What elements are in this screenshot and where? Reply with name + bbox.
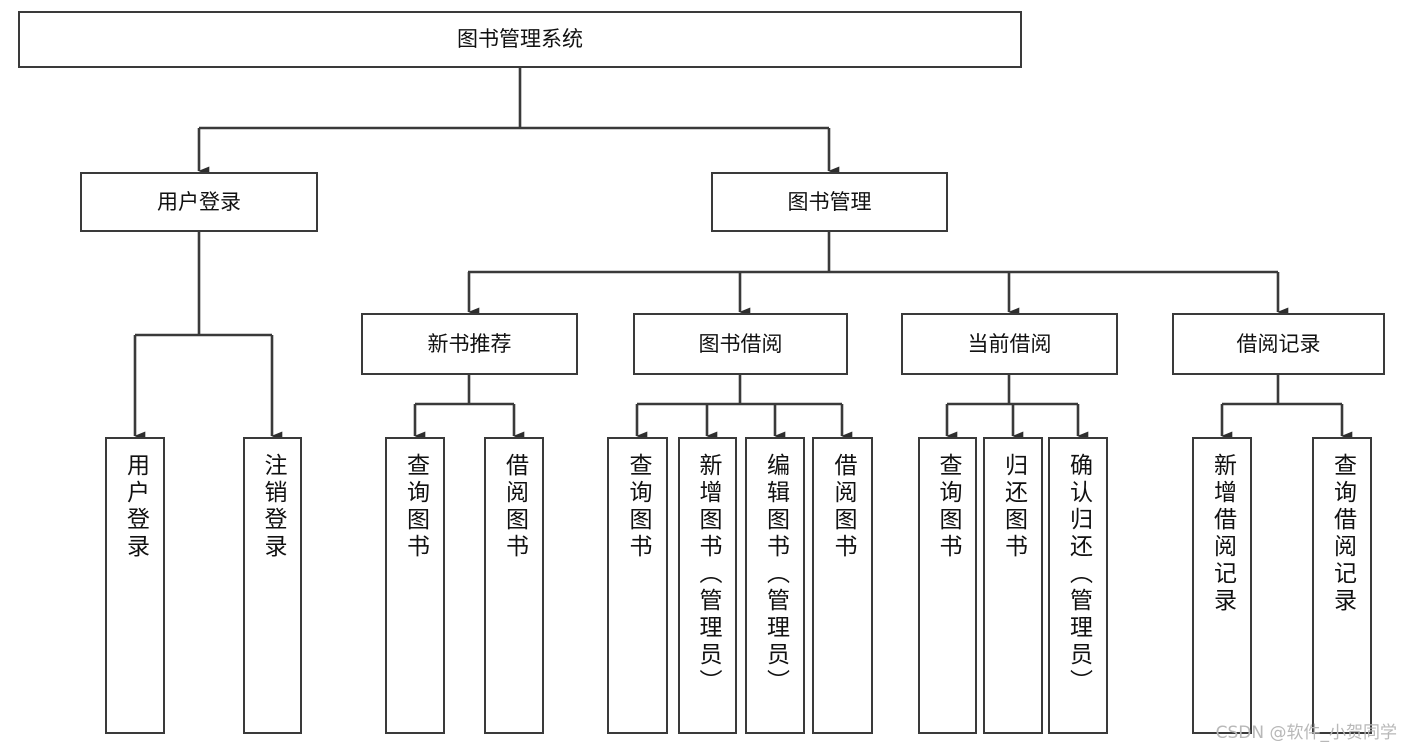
- leaf-node-query-book-recommend[interactable]: 查询图书: [385, 437, 445, 734]
- branch-node-user-login[interactable]: 用户登录: [80, 172, 318, 232]
- leaf-node-borrow-book-recommend[interactable]: 借阅图书: [484, 437, 544, 734]
- leaf-node-return-book-current[interactable]: 归还图书: [983, 437, 1043, 734]
- leaf-node-query-book-current[interactable]: 查询图书: [918, 437, 977, 734]
- leaf-node-edit-book-admin[interactable]: 编辑图书（管理员）: [745, 437, 805, 734]
- root-node-root[interactable]: 图书管理系统: [18, 11, 1022, 68]
- node-label: 新书推荐: [427, 331, 512, 356]
- node-label: 查询图书: [402, 453, 429, 561]
- leaf-node-query-book-borrow[interactable]: 查询图书: [607, 437, 668, 734]
- branch-node-borrow-record[interactable]: 借阅记录: [1172, 313, 1385, 375]
- node-label: 查询借阅记录: [1329, 453, 1356, 615]
- node-label: 图书管理: [787, 189, 872, 214]
- leaf-node-query-borrow-record[interactable]: 查询借阅记录: [1312, 437, 1372, 734]
- branch-node-current-borrow[interactable]: 当前借阅: [901, 313, 1118, 375]
- node-label: 借阅图书: [501, 453, 528, 561]
- node-label: 注销登录: [260, 453, 286, 561]
- node-label: 新增图书（管理员）: [695, 453, 721, 696]
- node-label: 图书借阅: [698, 331, 783, 356]
- leaf-node-add-book-admin[interactable]: 新增图书（管理员）: [678, 437, 737, 734]
- leaf-node-confirm-return-admin[interactable]: 确认归还（管理员）: [1048, 437, 1108, 734]
- node-label: 借阅记录: [1236, 331, 1321, 356]
- leaf-node-user-login-leaf[interactable]: 用户登录: [105, 437, 165, 734]
- node-label: 编辑图书（管理员）: [762, 453, 789, 696]
- leaf-node-add-borrow-record[interactable]: 新增借阅记录: [1192, 437, 1252, 734]
- node-label: 新增借阅记录: [1209, 453, 1236, 615]
- leaf-node-borrow-book-borrow[interactable]: 借阅图书: [812, 437, 873, 734]
- node-label: 当前借阅: [967, 331, 1052, 356]
- branch-node-book-borrow[interactable]: 图书借阅: [633, 313, 848, 375]
- csdn-watermark: CSDN @软件_小贺同学: [1215, 723, 1397, 743]
- node-label: 查询图书: [935, 453, 961, 561]
- node-label: 借阅图书: [830, 453, 856, 561]
- node-label: 归还图书: [1000, 453, 1027, 561]
- node-label: 查询图书: [625, 453, 651, 561]
- node-label: 用户登录: [122, 453, 149, 561]
- node-label: 图书管理系统: [457, 27, 583, 52]
- branch-node-new-book-recommend[interactable]: 新书推荐: [361, 313, 578, 375]
- leaf-node-logout-leaf[interactable]: 注销登录: [243, 437, 302, 734]
- branch-node-book-manage[interactable]: 图书管理: [711, 172, 948, 232]
- node-label: 确认归还（管理员）: [1065, 453, 1092, 696]
- node-label: 用户登录: [157, 189, 241, 214]
